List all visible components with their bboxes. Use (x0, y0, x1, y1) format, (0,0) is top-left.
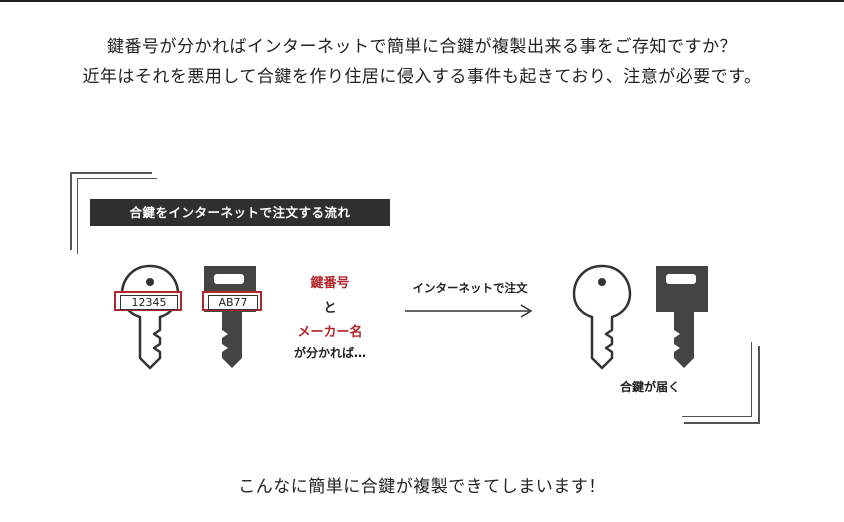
key2-number-box: AB77 (202, 291, 262, 311)
key1-number-inner: 12345 (120, 295, 178, 310)
label-key-number: 鍵番号 (310, 276, 350, 291)
result-outline-key-icon (572, 264, 632, 370)
frame-top-left-h1 (70, 172, 152, 174)
label-maker-name: メーカー名 (297, 325, 363, 340)
key1-number-box: 12345 (114, 291, 182, 311)
intro-line-1: 鍵番号が分かればインターネットで簡単に合鍵が複製出来る事をご存知ですか？ (107, 37, 737, 57)
key2-number-inner: AB77 (208, 295, 258, 310)
frame-bottom-right-v2 (751, 342, 752, 417)
top-rule (0, 0, 844, 2)
frame-top-left-v2 (77, 178, 78, 254)
outline-key-icon (120, 264, 180, 370)
arrow-label: インターネットで注文 (412, 281, 528, 295)
result-filled-key-icon (656, 266, 708, 368)
conclusion-text: こんなに簡単に合鍵が複製できてしまいます！ (238, 477, 606, 497)
result-label: 合鍵が届く (619, 380, 680, 394)
label-and: と (323, 301, 337, 316)
frame-bottom-right-h2 (682, 416, 752, 417)
frame-top-left-v1 (70, 172, 72, 250)
frame-bottom-right-v1 (758, 346, 760, 424)
intro-line-2: 近年はそれを悪用して合鍵を作り住居に侵入する事件も起きており、注意が必要です。 (82, 67, 762, 87)
frame-bottom-right-h1 (684, 422, 760, 424)
right-arrow-icon (405, 304, 533, 318)
label-if-known: が分かれば… (293, 346, 366, 360)
flow-title: 合鍵をインターネットで注文する流れ (90, 199, 390, 226)
filled-key-icon (204, 266, 256, 368)
frame-top-left-h2 (77, 178, 157, 179)
